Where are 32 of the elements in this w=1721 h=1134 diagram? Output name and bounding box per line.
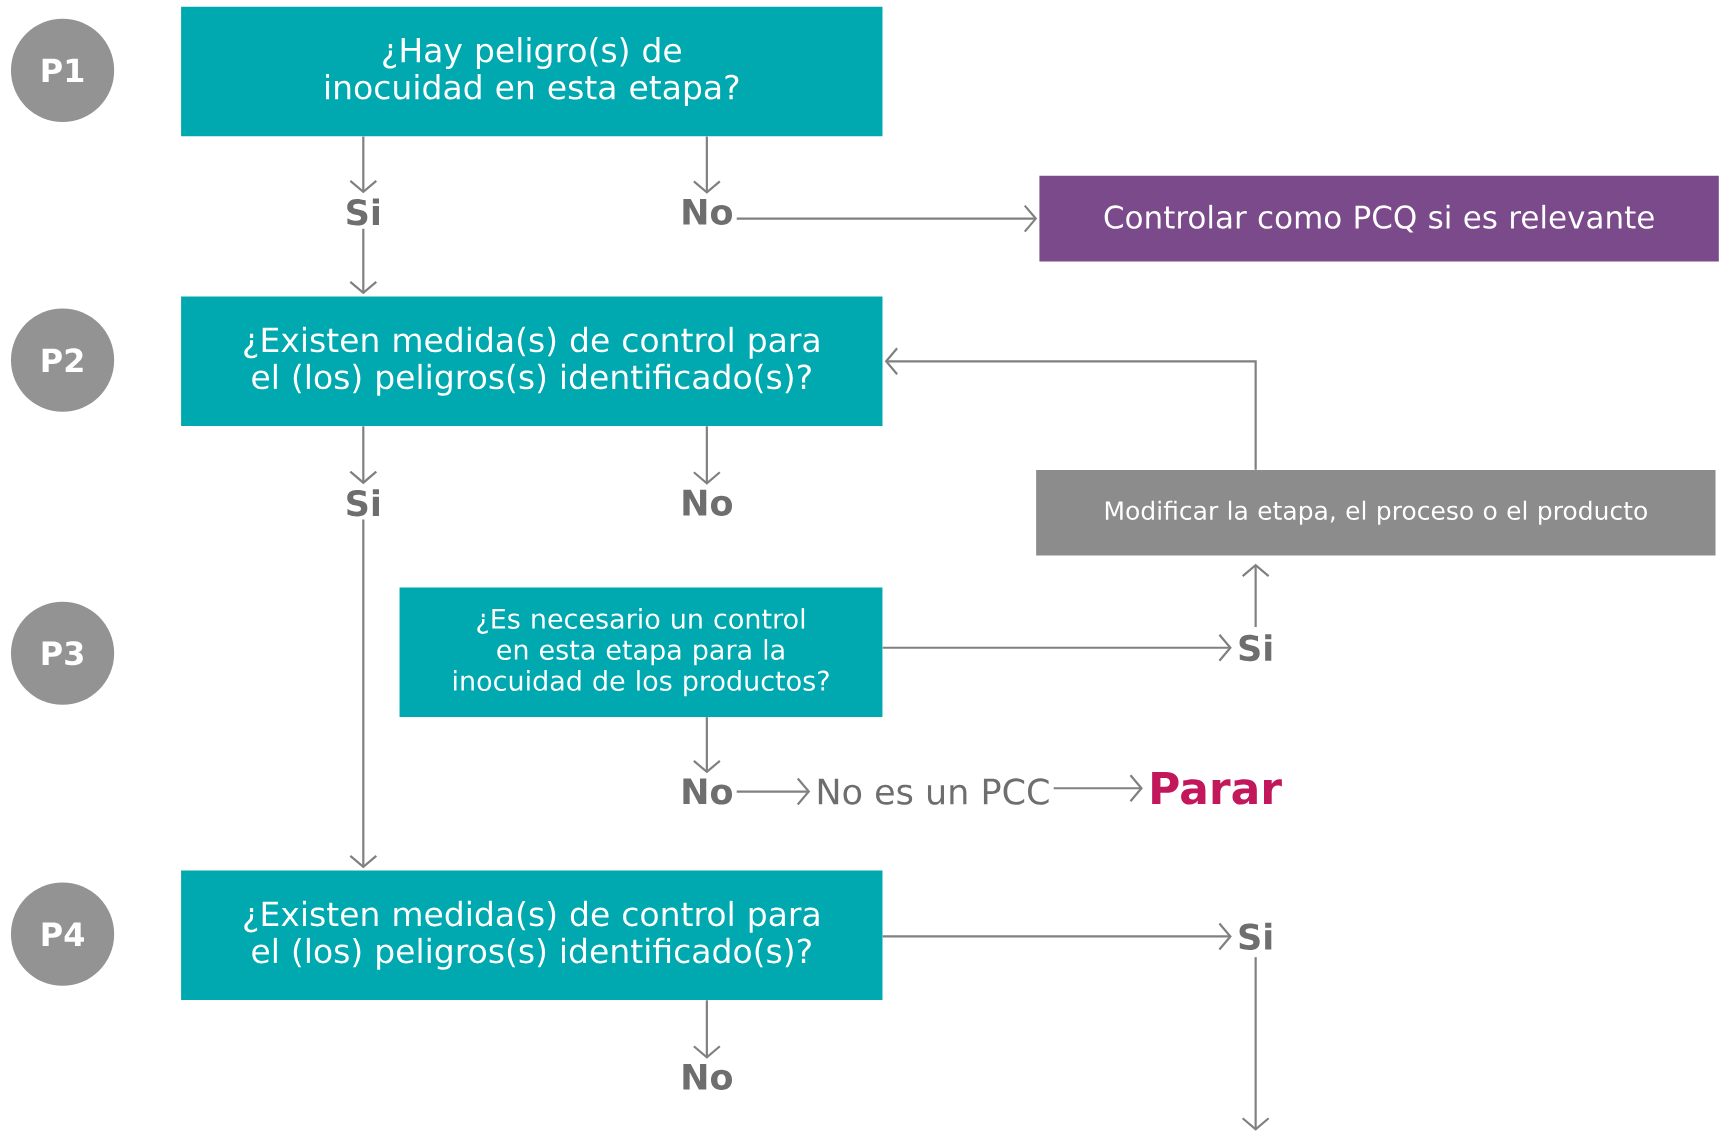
arrow bbox=[349, 426, 377, 485]
outcome-label: No es un PCC bbox=[818, 778, 1049, 805]
question-box: ¿Existen medida(s) de control para el (los) peligros(s) identificado(s)? bbox=[181, 870, 883, 1001]
arrow bbox=[693, 136, 721, 194]
action-box: Controlar como PCQ si es relevante bbox=[1039, 175, 1719, 262]
answer-label: Si bbox=[1239, 634, 1272, 662]
arrow bbox=[693, 426, 721, 485]
stop-label: Parar bbox=[1152, 771, 1282, 805]
arrow bbox=[693, 1000, 721, 1059]
arrow bbox=[1241, 563, 1270, 627]
question-box: ¿Es necesario un control en esta etapa para la inocuidad de los productos? bbox=[399, 587, 883, 717]
answer-label: No bbox=[683, 778, 733, 805]
arrow bbox=[349, 519, 378, 869]
question-box: ¿Hay peligro(s) de inocuidad en esta etapa? bbox=[181, 6, 883, 137]
arrow bbox=[1053, 774, 1143, 802]
arrow bbox=[349, 136, 377, 194]
question-box: ¿Existen medida(s) de control para el (los) peligros(s) identificado(s)? bbox=[181, 296, 883, 427]
answer-label: Si bbox=[347, 198, 379, 226]
arrow bbox=[884, 347, 1257, 470]
answer-label: Si bbox=[347, 489, 379, 517]
arrow bbox=[736, 204, 1038, 233]
arrow bbox=[1241, 957, 1270, 1131]
action-box: Modificar la etapa, el proceso o el producto bbox=[1036, 469, 1716, 556]
arrow bbox=[882, 634, 1232, 662]
answer-label: Si bbox=[1239, 922, 1272, 950]
arrow bbox=[736, 777, 811, 806]
arrow bbox=[349, 228, 378, 295]
answer-label: No bbox=[683, 1063, 733, 1090]
answer-label: No bbox=[683, 199, 733, 226]
arrow bbox=[693, 717, 721, 774]
answer-label: No bbox=[683, 489, 733, 516]
arrow bbox=[882, 922, 1232, 951]
